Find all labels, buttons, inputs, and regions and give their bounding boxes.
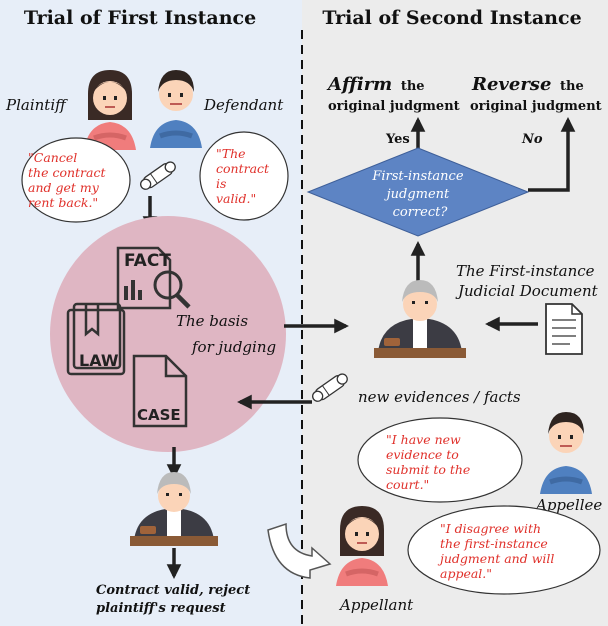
no-label: No xyxy=(521,132,543,147)
case-icon: CASE xyxy=(132,354,188,428)
plaintiff-speech-bubble xyxy=(21,137,131,223)
law-icon: LAW xyxy=(66,302,126,376)
affirm-label: Affirm the original judgment xyxy=(326,74,460,114)
appellant-quote: "I disagree with the first-instance judg… xyxy=(437,521,558,581)
reverse-label: Reverse the original judgment xyxy=(470,74,602,114)
judicial-document-label: The First-instance Judicial Document xyxy=(455,262,599,300)
defendant-speech-bubble xyxy=(199,131,289,221)
svg-text:FACT: FACT xyxy=(124,251,171,271)
decision-diamond xyxy=(306,147,530,237)
appellee-speech-bubble xyxy=(357,417,523,503)
appellee-figure xyxy=(540,412,592,494)
first-instance-verdict: Contract valid, reject plaintiff's reque… xyxy=(96,583,255,616)
first-instance-judge-figure xyxy=(130,472,218,546)
second-instance-judge-figure xyxy=(374,280,466,358)
no-arrow xyxy=(528,117,576,192)
yes-label: Yes xyxy=(385,132,410,147)
defendant-figure xyxy=(150,70,202,148)
svg-text:CASE: CASE xyxy=(137,406,181,424)
decision-text: First-instance judgment correct? xyxy=(371,169,467,220)
defendant-quote: "The contract is valid." xyxy=(216,146,273,206)
basis-circle xyxy=(50,216,286,452)
right-panel-title: Trial of Second Instance xyxy=(322,7,581,29)
fact-icon: FACT xyxy=(116,246,191,310)
appellant-label: Appellant xyxy=(338,596,414,614)
appeal-curved-arrow xyxy=(267,522,332,579)
plaintiff-quote: "Cancel the contract and get my rent bac… xyxy=(28,150,109,210)
svg-text:LAW: LAW xyxy=(79,351,119,370)
plaintiff-figure xyxy=(84,70,136,150)
basis-label: The basis for judging xyxy=(176,312,276,356)
appellant-speech-bubble xyxy=(407,505,601,595)
evidence-scroll-icon xyxy=(140,161,176,190)
new-evidence-label: new evidences / facts xyxy=(358,388,521,406)
document-icon xyxy=(545,303,583,355)
left-panel-title: Trial of First Instance xyxy=(24,7,256,29)
plaintiff-label: Plaintiff xyxy=(5,96,68,114)
appellant-figure xyxy=(336,506,388,586)
appellee-label: Appellee xyxy=(534,496,602,514)
appellee-quote: "I have new evidence to submit to the co… xyxy=(386,432,474,492)
defendant-label: Defendant xyxy=(203,96,284,114)
new-evidence-scroll-icon xyxy=(312,373,348,402)
